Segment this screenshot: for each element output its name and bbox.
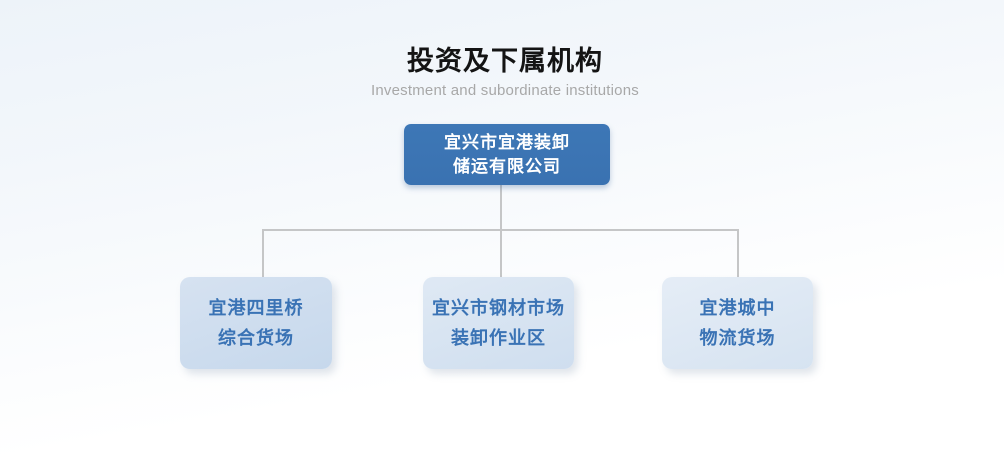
page-subtitle: Investment and subordinate institutions xyxy=(371,82,639,99)
connector-middle-vertical xyxy=(500,231,502,278)
org-node-root: 宜兴市宜港装卸 储运有限公司 xyxy=(404,124,610,185)
connector-horizontal xyxy=(262,229,739,231)
org-node-child-1-label-line1: 宜港四里桥 xyxy=(208,298,304,318)
org-node-child-2-label-line1: 宜兴市钢材市场 xyxy=(432,298,565,318)
org-node-child-3-label-line2: 物流货场 xyxy=(699,328,776,348)
page-title: 投资及下属机构 xyxy=(407,46,603,76)
page-header: 投资及下属机构 Investment and subordinate insti… xyxy=(0,45,1004,99)
org-node-root-label-line1: 宜兴市宜港装卸 xyxy=(444,132,570,152)
org-node-child-2: 宜兴市钢材市场 装卸作业区 xyxy=(423,277,574,369)
connector-right-vertical xyxy=(737,229,739,278)
org-node-child-3: 宜港城中 物流货场 xyxy=(662,277,813,369)
org-node-root-label-line2: 储运有限公司 xyxy=(453,156,561,176)
connector-root-vertical xyxy=(500,185,502,231)
org-node-child-2-label-line2: 装卸作业区 xyxy=(451,328,546,348)
connector-left-vertical xyxy=(262,229,264,278)
org-node-child-1: 宜港四里桥 综合货场 xyxy=(180,277,332,369)
org-node-child-1-label-line2: 综合货场 xyxy=(218,328,294,348)
org-node-child-3-label-line1: 宜港城中 xyxy=(699,298,776,318)
